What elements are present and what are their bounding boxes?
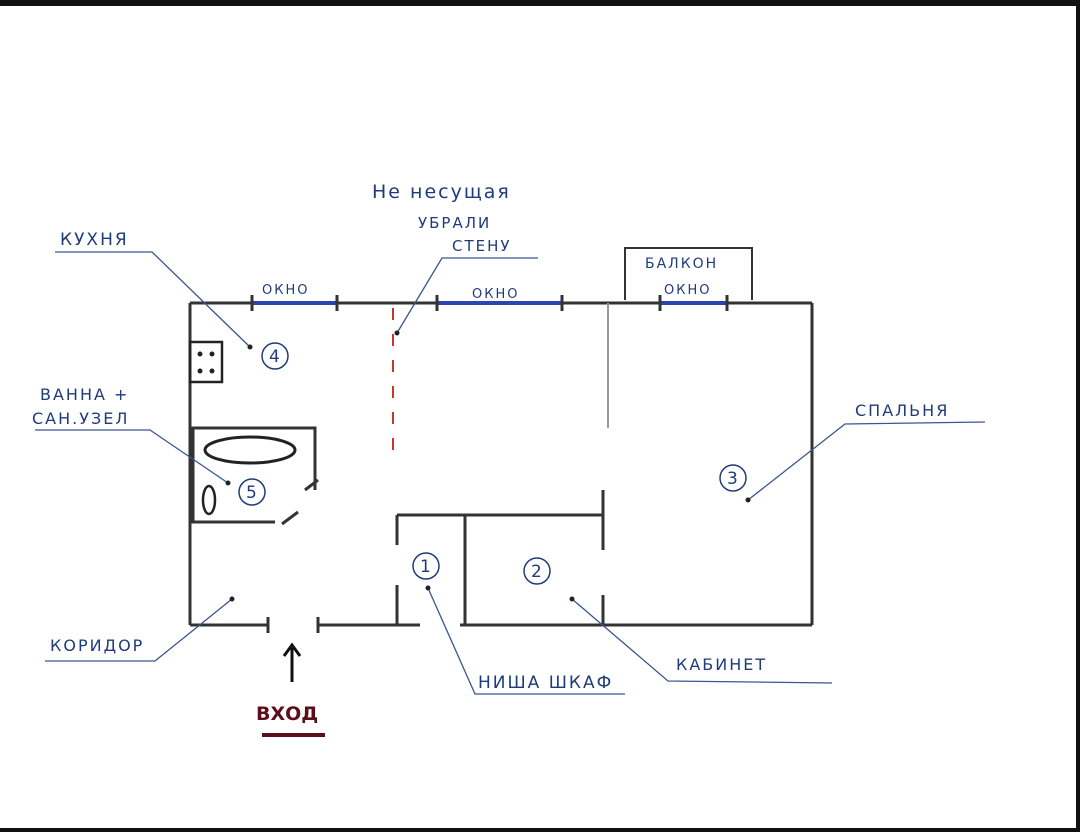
bathroom <box>191 426 319 526</box>
niche-leader <box>427 587 625 695</box>
balcony-label: БАЛКОН <box>645 256 718 272</box>
wall-note-leader <box>396 257 538 334</box>
svg-text:3: 3 <box>727 469 738 489</box>
wall-note-line1: Не несущая <box>372 181 511 203</box>
right-bar <box>1076 0 1080 832</box>
svg-text:5: 5 <box>246 483 257 503</box>
corridor-label: КОРИДОР <box>50 636 144 655</box>
top-bar <box>0 0 1080 6</box>
windows <box>250 295 729 311</box>
svg-text:1: 1 <box>420 557 431 577</box>
window-label: ОКНО <box>664 283 711 298</box>
bathroom-label-line1: ВАННА + <box>40 385 129 404</box>
window-label: ОКНО <box>472 287 519 302</box>
outer-walls <box>188 301 814 633</box>
room-number-5: 5 <box>238 478 266 506</box>
entrance-arrow-icon <box>282 642 302 682</box>
entrance-label: ВХОД <box>256 703 318 725</box>
svg-text:2: 2 <box>531 562 542 582</box>
room-number-3: 3 <box>719 464 747 492</box>
bathtub-icon <box>203 435 297 465</box>
room-number-1: 1 <box>412 552 440 580</box>
wall-note-line2: УБРАЛИ <box>418 214 491 232</box>
window-label: ОКНО <box>262 283 309 298</box>
interior-walls <box>395 303 609 625</box>
svg-text:4: 4 <box>269 347 280 367</box>
kitchen-label: КУХНЯ <box>60 230 129 250</box>
room-number-2: 2 <box>523 557 551 585</box>
stove-icon <box>188 340 224 384</box>
wall-note-line3: СТЕНУ <box>452 237 512 255</box>
kitchen-leader <box>55 251 251 348</box>
study-leader <box>571 598 833 684</box>
bathroom-label-line2: САН.УЗЕЛ <box>32 409 129 428</box>
study-label: КАБИНЕТ <box>676 655 767 674</box>
balcony <box>624 247 753 300</box>
room-number-4: 4 <box>261 342 289 370</box>
corridor-leader <box>45 598 233 662</box>
bottom-bar <box>0 828 1080 832</box>
bathroom-leader <box>35 429 229 484</box>
bedroom-leader <box>747 421 986 501</box>
niche-label: НИША ШКАФ <box>478 673 613 693</box>
bedroom-label: СПАЛЬНЯ <box>855 401 949 420</box>
toilet-icon <box>201 484 217 516</box>
